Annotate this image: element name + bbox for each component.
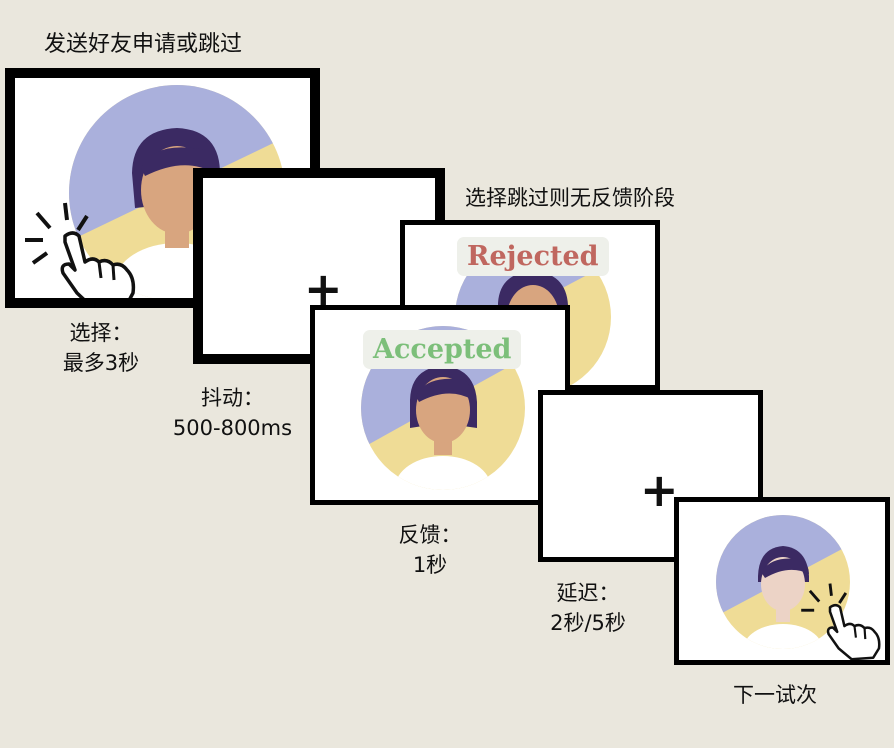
fixation-cross: + [304,262,343,316]
feedback-label: 反馈： 1秒 [375,520,485,580]
next-trial-label: 下一试次 [733,683,817,707]
delay-label: 延迟： 2秒/5秒 [533,578,643,638]
feedback-phase-name: 反馈： [398,523,462,547]
title: 发送好友申请或跳过 [44,32,243,57]
choice-phase-name: 选择： [69,321,133,345]
jitter-duration: 500-800ms [172,416,293,440]
jitter-label: 抖动： 500-800ms [165,383,300,443]
tap-hand-icon [25,202,136,298]
jitter-phase-name: 抖动： [201,386,264,410]
feedback-duration: 1秒 [412,553,448,577]
skip-note: 选择跳过则无反馈阶段 [465,186,675,210]
fixation-cross-delay: + [640,463,679,517]
tap-hand-icon-next [801,583,881,660]
next-trial-avatar [716,515,881,660]
profile-avatar [25,85,285,298]
rejected-badge: Rejected [457,237,609,276]
choice-duration: 最多3秒 [62,351,140,375]
next-trial-screen [674,497,890,665]
delay-duration: 2秒/5秒 [550,611,626,635]
choice-label: 选择： 最多3秒 [46,318,156,378]
accepted-feedback-screen: Accepted [310,305,570,505]
accepted-badge: Accepted [363,330,522,369]
delay-phase-name: 延迟： [556,581,620,605]
choice-screen [5,68,320,308]
